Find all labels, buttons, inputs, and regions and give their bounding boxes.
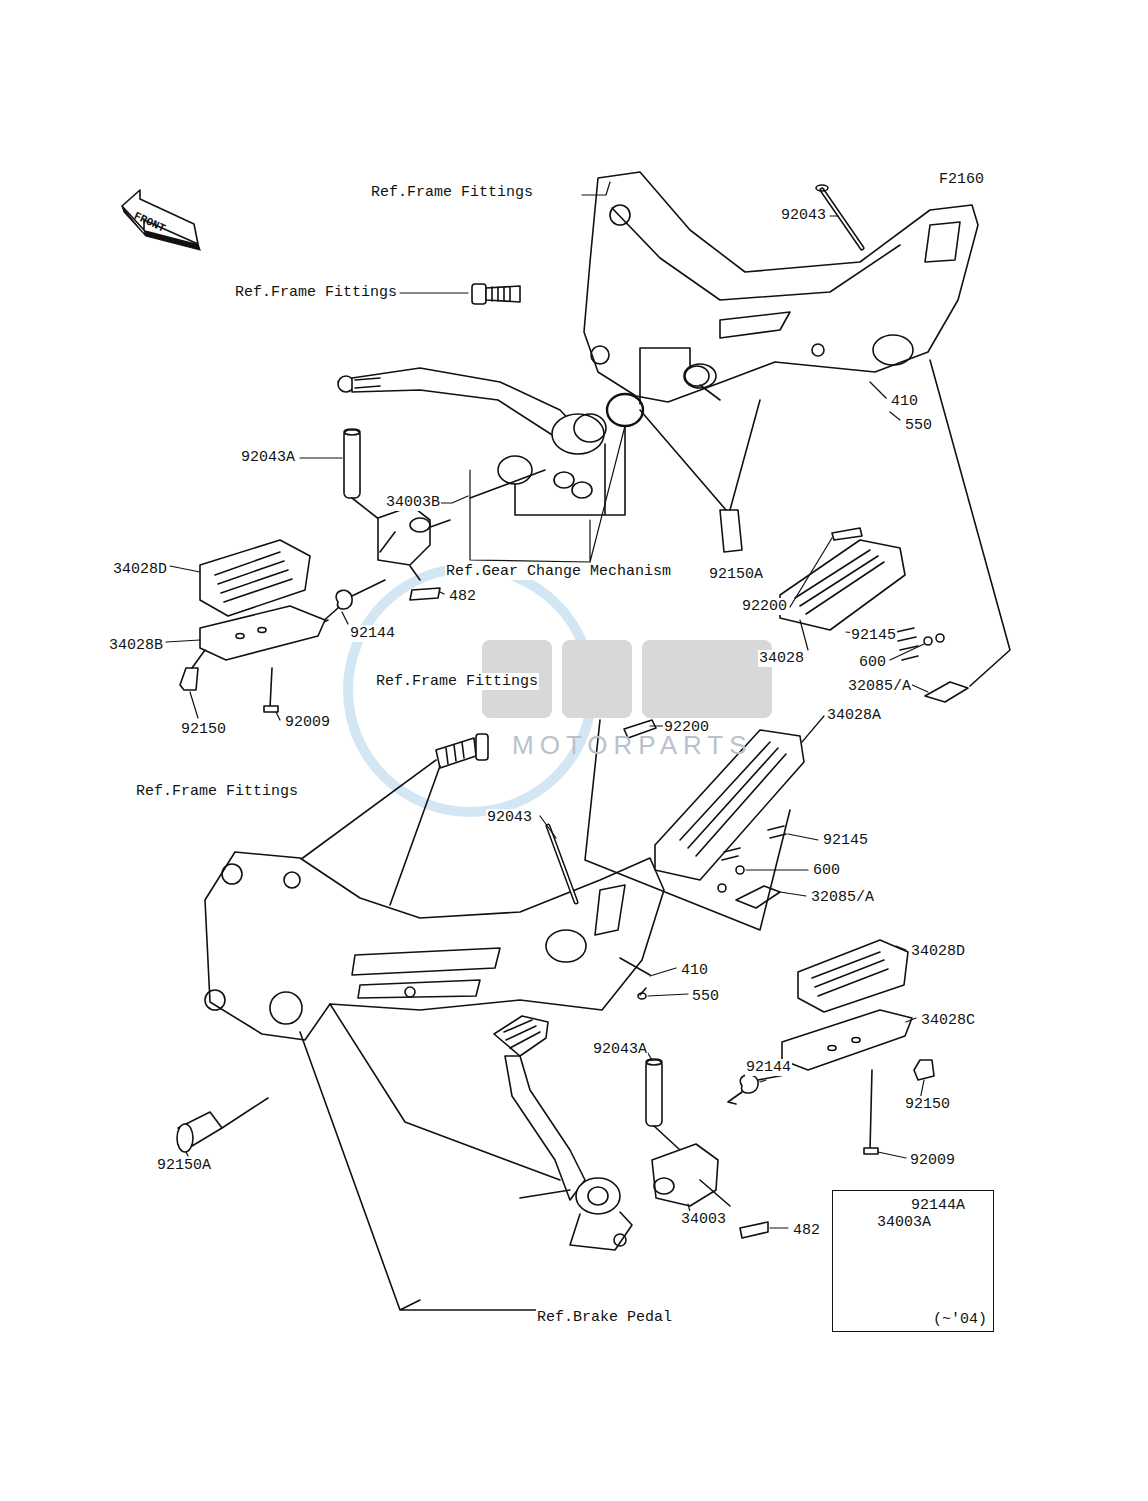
callout-number: 600 <box>858 654 887 671</box>
upper-footrest-bracket <box>584 172 978 402</box>
callout-number: 34003 <box>680 1211 727 1228</box>
washer <box>498 456 532 484</box>
ref-label: Ref.Frame Fittings <box>370 184 534 201</box>
inset-box: 34003A92144A (~'04) <box>832 1190 994 1332</box>
callout-number: 92200 <box>741 598 788 615</box>
callout-number: 550 <box>691 988 720 1005</box>
footpeg <box>200 606 325 660</box>
footpeg-rubber <box>798 940 908 1012</box>
arrow-shadow <box>122 206 200 250</box>
callout-number: 92145 <box>822 832 869 849</box>
footpeg-holder <box>652 1144 730 1206</box>
ref-label: Ref.Frame Fittings <box>234 284 398 301</box>
callout-number: 92145 <box>850 627 897 644</box>
callout-number: 92144 <box>745 1059 792 1076</box>
callout-number: 34028B <box>108 637 164 654</box>
callout-number: 34028C <box>920 1012 976 1029</box>
callout-number: 92150 <box>904 1096 951 1113</box>
callout-number: 92150 <box>180 721 227 738</box>
callout-number: 34028 <box>758 650 805 667</box>
figure-code: F2160 <box>938 171 985 188</box>
leader-lines <box>166 182 928 1228</box>
callout-number: 92043 <box>780 207 827 224</box>
callout-number: 92144A <box>911 1197 965 1214</box>
seal <box>607 394 643 426</box>
callout-number: 92144 <box>349 625 396 642</box>
front-arrow: FRONT <box>118 186 202 252</box>
callout-number: 92150A <box>156 1157 212 1174</box>
callout-number: 550 <box>904 417 933 434</box>
callout-number: 482 <box>792 1222 821 1239</box>
watermark-ring <box>348 568 592 812</box>
callout-number: 34003B <box>385 494 441 511</box>
footpeg-holder <box>378 506 430 565</box>
lower-footrest-bracket <box>205 852 664 1040</box>
callout-number: 482 <box>448 588 477 605</box>
callout-number: 410 <box>680 962 709 979</box>
frame-bolt <box>472 284 520 304</box>
callout-number: 92043A <box>592 1041 648 1058</box>
shift-lever <box>338 368 606 498</box>
frame-bolt <box>436 734 488 768</box>
footpeg-rubber <box>200 540 310 616</box>
ref-label: Ref.Gear Change Mechanism <box>445 563 672 580</box>
watermark: MOTORPARTS <box>512 730 753 761</box>
callout-number: (~'04) <box>933 1311 987 1328</box>
footpeg <box>780 540 905 630</box>
ref-label: Ref.Brake Pedal <box>536 1309 673 1326</box>
callout-number: 32085/A <box>810 889 875 906</box>
callout-number: 92009 <box>284 714 331 731</box>
callout-number: 600 <box>812 862 841 879</box>
callout-number: 34028D <box>910 943 966 960</box>
callout-number: 34028A <box>826 707 882 724</box>
callout-number: 34028D <box>112 561 168 578</box>
callout-number: 32085/A <box>847 678 912 695</box>
callout-number: 92043 <box>486 809 533 826</box>
callout-number: 92043A <box>240 449 296 466</box>
ref-label: Ref.Frame Fittings <box>375 673 539 690</box>
footpeg <box>782 1010 912 1070</box>
callout-number: 92009 <box>909 1152 956 1169</box>
callout-number: 34003A <box>877 1214 931 1231</box>
callout-number: 92150A <box>708 566 764 583</box>
ref-label: Ref.Frame Fittings <box>135 783 299 800</box>
callout-number: 410 <box>890 393 919 410</box>
